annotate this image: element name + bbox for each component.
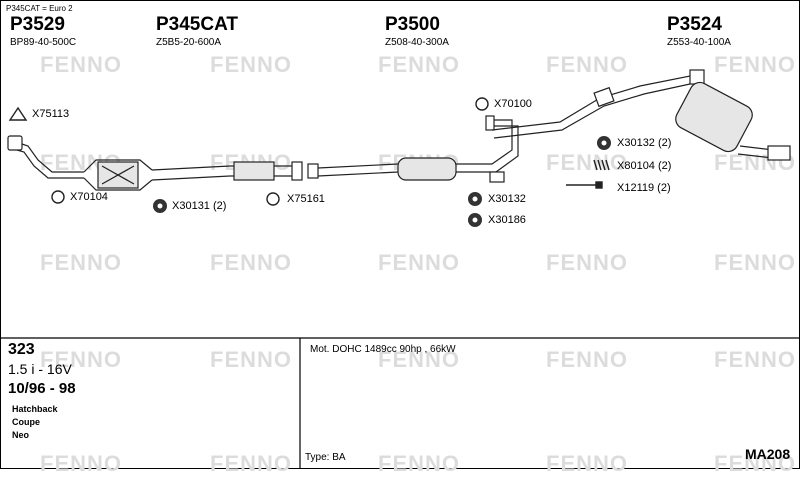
fitting-label[interactable]: X70104 xyxy=(70,191,108,203)
vehicle-engine: 1.5 i - 16V xyxy=(8,361,72,377)
rubber-mount-icon xyxy=(153,136,611,227)
oem-ref-front-pipe: BP89-40-500C xyxy=(10,37,77,48)
watermark-text: FENNO xyxy=(378,52,460,77)
fitting-label[interactable]: X75161 xyxy=(287,193,325,205)
watermark-text: FENNO xyxy=(210,347,292,372)
watermark-text: FENNO xyxy=(546,347,628,372)
type-label: Type: BA xyxy=(305,452,346,463)
fitting-label[interactable]: X30132 xyxy=(488,193,526,205)
body-style: Neo xyxy=(12,430,30,440)
watermark-text: FENNO xyxy=(378,250,460,275)
euro-note: P345CAT = Euro 2 xyxy=(6,4,73,13)
watermark-text: FENNO xyxy=(210,52,292,77)
info-table-lines xyxy=(0,337,800,469)
gasket-triangle-icon xyxy=(8,106,28,121)
fitting-label[interactable]: X30131 (2) xyxy=(172,200,227,212)
type-value: BA xyxy=(332,452,346,463)
fitting-label[interactable]: X80104 (2) xyxy=(617,160,672,172)
motor-spec: Mot. DOHC 1489cc 90hp , 66kW xyxy=(310,344,456,355)
rear-silencer-drawing xyxy=(491,69,791,161)
front-pipe-drawing xyxy=(7,135,84,179)
oem-ref-catalyst: Z5B5-20-600A xyxy=(156,37,222,48)
oem-ref-middle-silencer: Z508-40-300A xyxy=(385,37,449,48)
watermark-text: FENNO xyxy=(714,250,796,275)
vehicle-model: 323 xyxy=(8,341,35,358)
oem-ref-rear-silencer: Z553-40-100A xyxy=(667,37,731,48)
watermark-text: FENNO xyxy=(40,52,122,77)
bolt-icon xyxy=(566,181,603,189)
part-number-catalyst[interactable]: P345CAT xyxy=(156,14,239,35)
watermark-text: FENNO xyxy=(40,250,122,275)
watermark-text: FENNO xyxy=(40,347,122,372)
ring-gasket-icon xyxy=(51,97,489,206)
part-number-rear-silencer[interactable]: P3524 xyxy=(667,14,722,35)
spring-icon xyxy=(593,159,610,171)
diagram-code: MA208 xyxy=(745,446,791,462)
body-style: Hatchback xyxy=(12,404,58,414)
watermark-text: FENNO xyxy=(378,347,460,372)
fitting-label[interactable]: X70100 xyxy=(494,98,532,110)
watermark-text: FENNO xyxy=(714,347,796,372)
fitting-label[interactable]: X30132 (2) xyxy=(617,137,672,149)
watermark-text: FENNO xyxy=(546,150,628,175)
fitting-label[interactable]: X12119 (2) xyxy=(617,182,671,194)
fitting-label[interactable]: X30186 xyxy=(488,214,526,226)
fitting-label[interactable]: X75113 xyxy=(32,108,70,120)
part-number-middle-silencer[interactable]: P3500 xyxy=(385,14,440,35)
type-key: Type: xyxy=(305,452,330,463)
watermark-text: FENNO xyxy=(714,52,796,77)
watermark-text: FENNO xyxy=(210,250,292,275)
vehicle-years: 10/96 - 98 xyxy=(8,380,76,397)
watermark-text: FENNO xyxy=(546,250,628,275)
body-style: Coupe xyxy=(12,417,40,427)
part-number-front-pipe[interactable]: P3529 xyxy=(10,14,65,35)
watermark-text: FENNO xyxy=(546,52,628,77)
middle-silencer-drawing xyxy=(307,115,519,183)
catalytic-converter-drawing xyxy=(83,159,303,191)
